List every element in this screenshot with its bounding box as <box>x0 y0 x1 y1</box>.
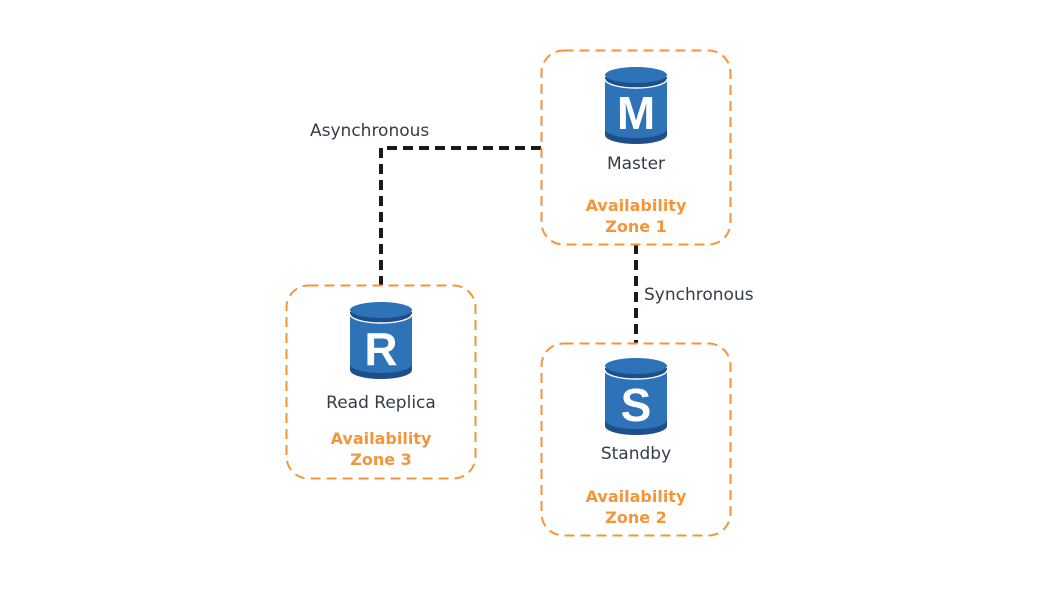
database-icon: M <box>604 66 668 145</box>
zone-label-line1: Availability <box>331 429 432 448</box>
async-label: Asynchronous <box>310 121 429 141</box>
sync-label: Synchronous <box>644 285 754 305</box>
zone-label-line2: Zone 3 <box>350 450 412 469</box>
node-label: Read Replica <box>326 393 436 413</box>
zone-label-line2: Zone 2 <box>605 508 667 527</box>
database-icon: S <box>604 357 668 436</box>
db-letter: S <box>621 379 652 431</box>
zone-standby[interactable]: S Standby Availability Zone 2 <box>540 342 732 537</box>
zone-label-line2: Zone 1 <box>605 217 667 236</box>
zone-label-line1: Availability <box>586 196 687 215</box>
zone-border <box>285 284 477 480</box>
zone-read-replica[interactable]: R Read Replica Availability Zone 3 <box>285 284 477 480</box>
db-letter: M <box>617 87 655 139</box>
node-label: Master <box>607 154 665 174</box>
zone-border <box>540 49 732 246</box>
zone-border <box>540 342 732 537</box>
zone-master[interactable]: M Master Availability Zone 1 <box>540 49 732 246</box>
node-label: Standby <box>601 444 671 464</box>
database-icon: R <box>349 301 413 380</box>
zone-label-line1: Availability <box>586 487 687 506</box>
db-letter: R <box>364 323 397 375</box>
connector-async <box>379 146 541 285</box>
